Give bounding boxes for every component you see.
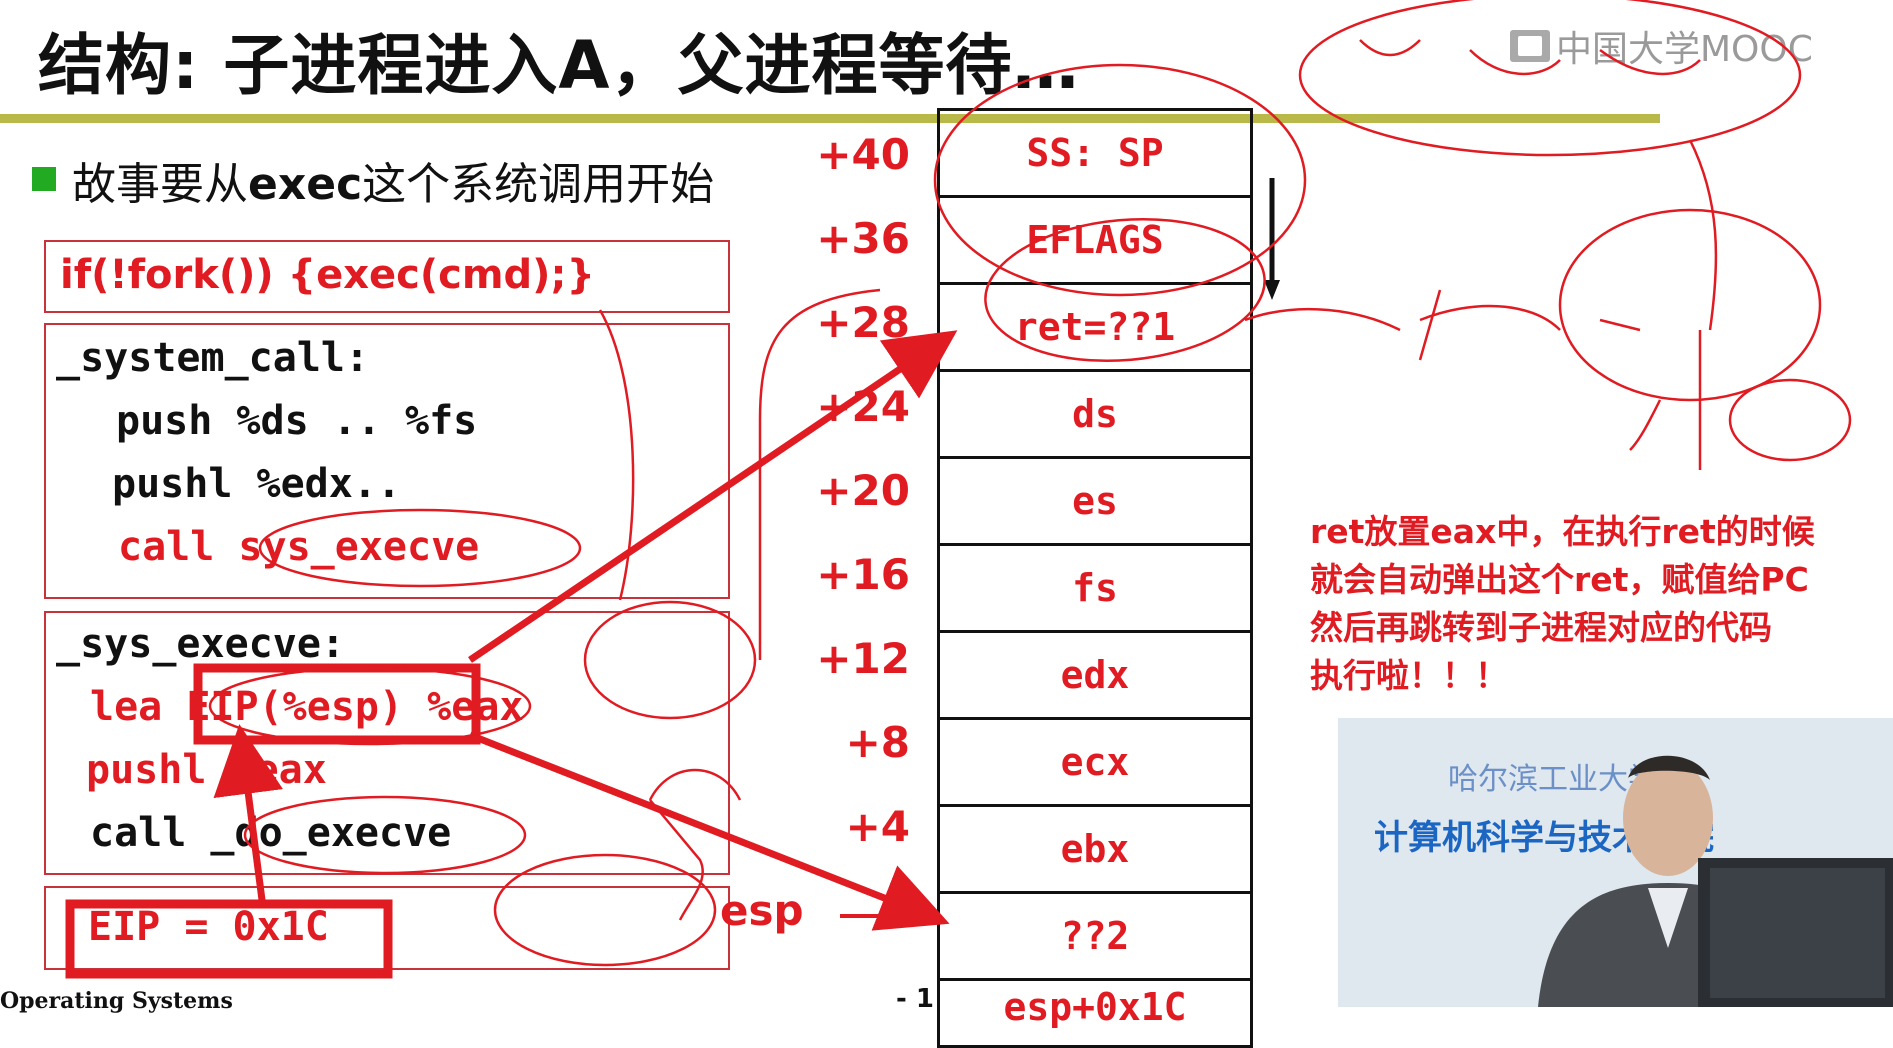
esp-label: esp <box>720 886 804 935</box>
code-line: call _do_execve <box>90 810 452 856</box>
code-line: lea EIP(%esp) %eax <box>90 684 524 730</box>
video-banner-small: 哈尔滨工业大学 <box>1448 762 1658 797</box>
eip-line: EIP = 0x1C <box>88 904 329 950</box>
title-divider <box>0 114 1660 123</box>
arrow-to-esp <box>468 731 950 931</box>
stack-offset: +40 <box>816 130 910 179</box>
code-line: _system_call: <box>56 335 370 381</box>
stack-offset: +36 <box>816 214 910 263</box>
stack-cell: ds <box>937 369 1253 456</box>
stack-offset: +8 <box>845 718 910 767</box>
annotation-overlay <box>65 0 1852 979</box>
stack-cell: ??2 <box>937 891 1253 978</box>
bullet-keyword: exec <box>248 159 363 210</box>
note-line: ret放置eax中，在执行ret的时候 <box>1310 512 1815 551</box>
stack-cell: edx <box>937 630 1253 717</box>
stack-cell: ret=??1 <box>937 282 1253 369</box>
code-line: _sys_execve: <box>56 621 345 667</box>
stack-offset: +16 <box>816 550 910 599</box>
note-line: 然后再跳转到子进程对应的代码 <box>1310 608 1772 647</box>
footer-course: Operating Systems <box>0 988 233 1014</box>
code-line: pushl %edx.. <box>112 461 401 507</box>
stack-cell: EFLAGS <box>937 195 1253 282</box>
lecturer-video: 哈尔滨工业大学 计算机科学与技术学院 <box>1338 718 1893 1007</box>
bullet-square-icon <box>32 167 56 191</box>
mooc-logo-icon <box>1510 30 1550 62</box>
note-line: 执行啦！！！ <box>1310 656 1508 695</box>
bullet-prefix: 故事要从 <box>72 159 248 210</box>
eip-value-highlight-box <box>65 899 393 979</box>
arrow-to-ret <box>468 330 958 663</box>
page-number: - 1 <box>896 984 934 1014</box>
stack-cell: SS: SP <box>937 108 1253 195</box>
stack-cell: fs <box>937 543 1253 630</box>
sys-execve-code-box: _sys_execve: lea EIP(%esp) %eax pushl %e… <box>44 611 730 875</box>
code-line: call sys_execve <box>118 524 480 570</box>
stack-offset: +12 <box>816 634 910 683</box>
stack-cell: es <box>937 456 1253 543</box>
code-line: pushl %eax <box>86 747 327 793</box>
system-call-code-box: _system_call: push %ds .. %fs pushl %edx… <box>44 323 730 599</box>
stack-offset: +20 <box>816 466 910 515</box>
note-line: 就会自动弹出这个ret，赋值给PC <box>1310 560 1809 599</box>
bullet-text: 故事要从exec这个系统调用开始 <box>72 148 714 212</box>
fork-code-box: if(!fork()) {exec(cmd);} <box>44 240 730 313</box>
stack-offset: +4 <box>845 802 910 851</box>
fork-line: if(!fork()) {exec(cmd);} <box>60 252 595 298</box>
stack-cell: ecx <box>937 717 1253 804</box>
slide-title: 结构: 子进程进入A，父进程等待… <box>38 27 1080 104</box>
explanation-note: ret放置eax中，在执行ret的时候 就会自动弹出这个ret，赋值给PC 然后… <box>1310 508 1870 700</box>
stack-cell: ebx <box>937 804 1253 891</box>
code-line: push %ds .. %fs <box>116 398 478 444</box>
bullet-suffix: 这个系统调用开始 <box>362 159 715 210</box>
lecturer-figure <box>1538 755 1893 1007</box>
